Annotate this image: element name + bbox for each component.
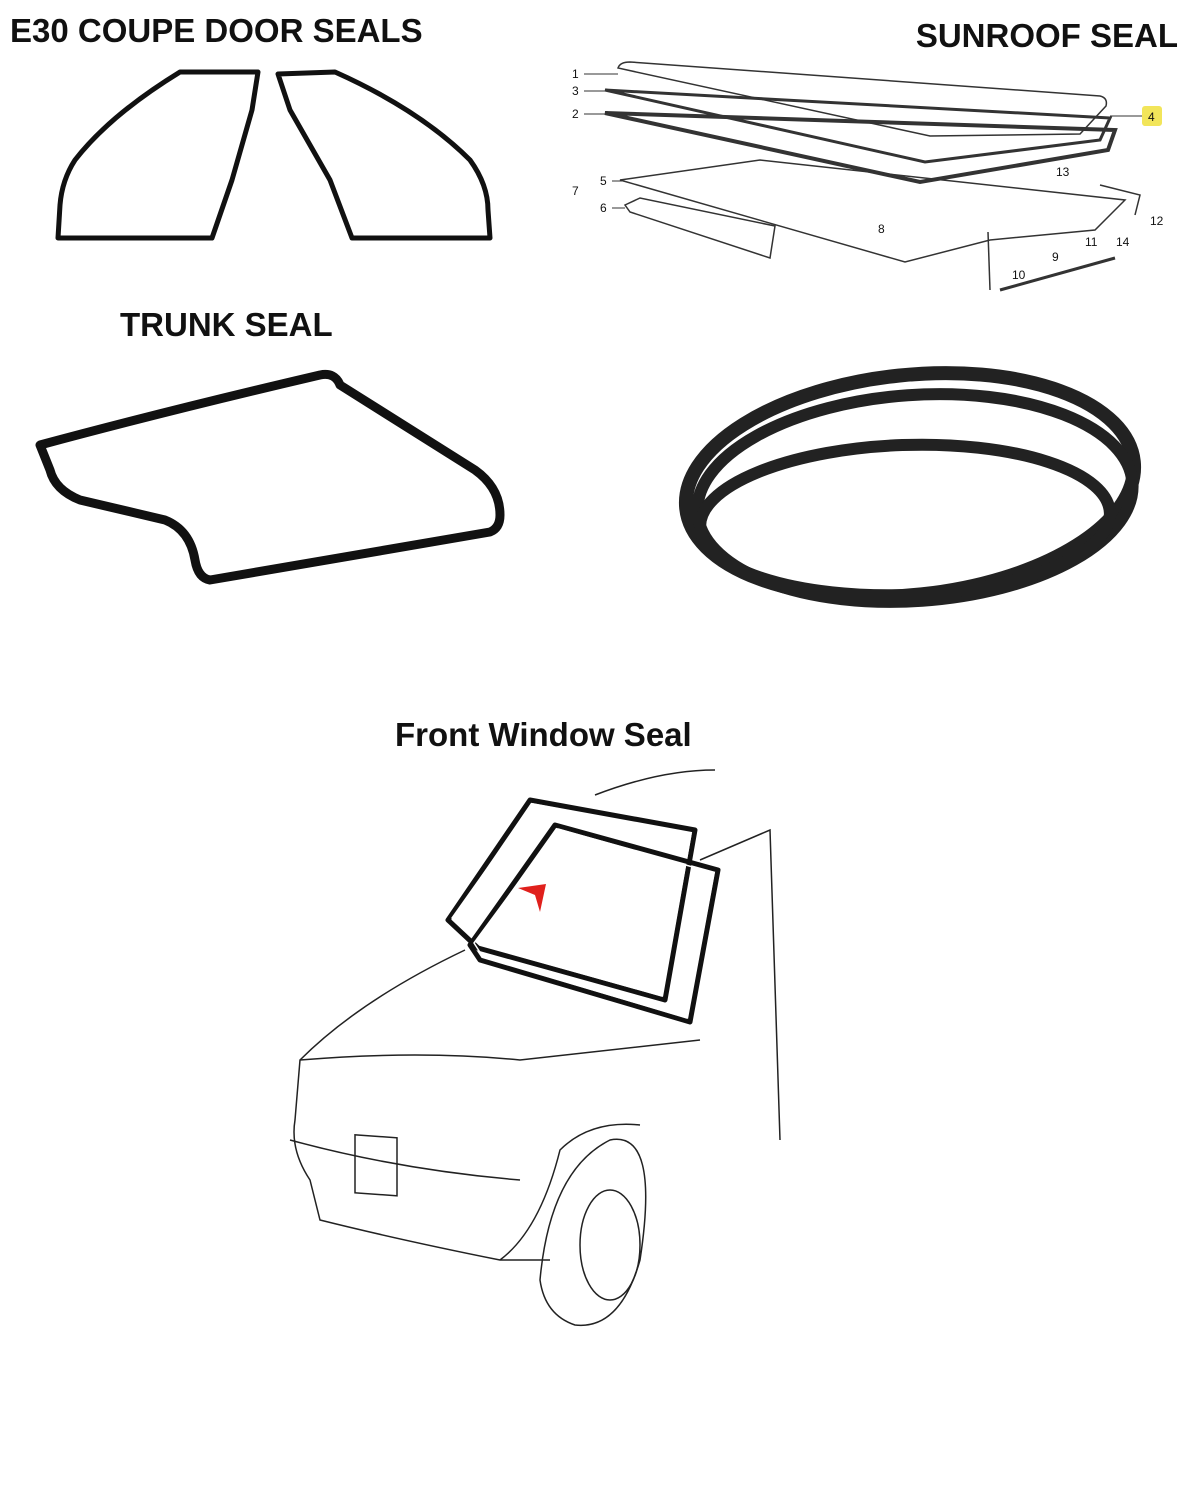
callout-13: 13 [1056,165,1070,179]
callout-2: 2 [572,107,579,121]
right-door-seal [275,69,493,241]
callout-5: 5 [600,174,607,188]
front-window-seal-title: Front Window Seal [395,716,692,753]
car-front-sketch [289,769,781,1327]
sunroof-seal-title: SUNROOF SEAL [915,17,1178,54]
windshield-seal [445,797,721,1025]
callout-12: 12 [1150,214,1164,228]
door-seals-title: E30 COUPE DOOR SEALS [10,12,423,49]
callout-9: 9 [1052,250,1059,264]
trunk-seal-title: TRUNK SEAL [120,306,333,343]
callout-4: 4 [1148,110,1155,124]
callout-10: 10 [1012,268,1026,282]
callout-14: 14 [1116,235,1130,249]
callout-6: 6 [600,201,607,215]
rubber-seal-photo [678,366,1142,608]
red-arrow-icon [518,884,546,912]
left-door-seal [55,69,261,241]
callout-3: 3 [572,84,579,98]
callout-7: 7 [572,184,579,198]
callout-11: 11 [1085,235,1098,249]
callout-4-highlight [1142,106,1162,126]
sunroof-callouts: 1 2 3 4 5 6 7 8 9 10 11 12 13 14 [572,67,1164,282]
callout-8: 8 [878,222,885,236]
trunk-seal [35,370,505,585]
callout-1: 1 [572,67,579,81]
sunroof-diagram [604,61,1141,292]
